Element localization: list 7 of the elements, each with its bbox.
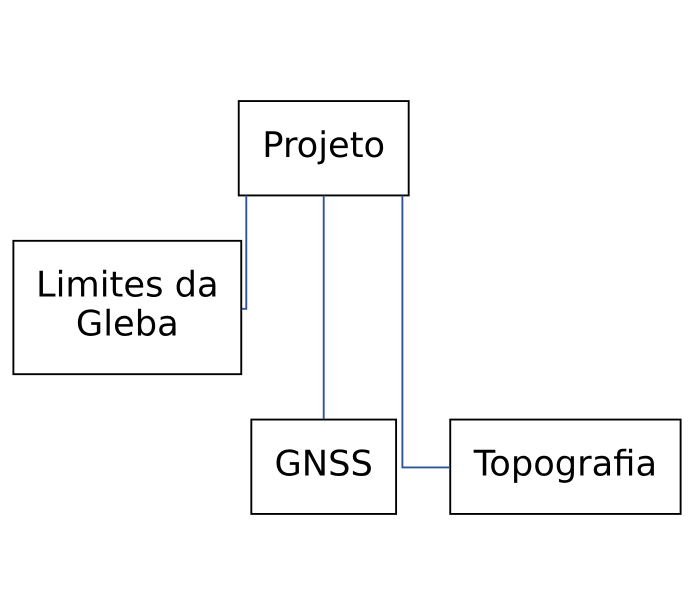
- node-box: Limites da Gleba: [12, 240, 242, 376]
- connector: [242, 196, 248, 310]
- node-box: GNSS: [250, 418, 398, 515]
- connector: [401, 196, 450, 468]
- node-box: Topografia: [449, 418, 682, 515]
- node-box: Projeto: [238, 100, 410, 196]
- connector: [322, 196, 325, 420]
